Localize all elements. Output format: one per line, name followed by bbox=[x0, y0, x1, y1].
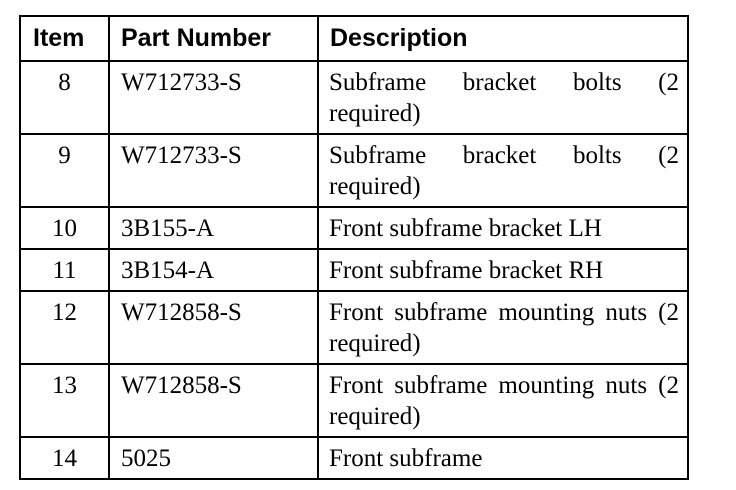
cell-part-number: W712858-S bbox=[108, 363, 319, 438]
table-row: 12 W712858-S Front subframe mounting nut… bbox=[19, 290, 689, 365]
table-body: 8 W712733-S Subframe bracket bolts (2 re… bbox=[19, 60, 689, 480]
cell-part-number: 3B155-A bbox=[108, 206, 319, 250]
header-part-number: Part Number bbox=[108, 15, 319, 62]
cell-item: 11 bbox=[19, 248, 110, 292]
cell-description: Subframe bracket bolts (2 required) bbox=[317, 133, 689, 208]
cell-description: Front subframe bbox=[317, 436, 689, 480]
table-row: 11 3B154-A Front subframe bracket RH bbox=[19, 248, 689, 292]
cell-part-number: W712733-S bbox=[108, 133, 319, 208]
cell-part-number: W712858-S bbox=[108, 290, 319, 365]
header-description: Description bbox=[317, 15, 689, 62]
table-row: 10 3B155-A Front subframe bracket LH bbox=[19, 206, 689, 250]
cell-description: Subframe bracket bolts (2 required) bbox=[317, 60, 689, 135]
header-row: Item Part Number Description bbox=[19, 15, 689, 62]
table-row: 8 W712733-S Subframe bracket bolts (2 re… bbox=[19, 60, 689, 135]
cell-description: Front subframe bracket RH bbox=[317, 248, 689, 292]
parts-table: Item Part Number Description 8 W712733-S… bbox=[19, 15, 689, 480]
cell-description: Front subframe mounting nuts (2 required… bbox=[317, 363, 689, 438]
cell-item: 13 bbox=[19, 363, 110, 438]
cell-description: Front subframe bracket LH bbox=[317, 206, 689, 250]
cell-description: Front subframe mounting nuts (2 required… bbox=[317, 290, 689, 365]
cell-part-number: 5025 bbox=[108, 436, 319, 480]
table-row: 13 W712858-S Front subframe mounting nut… bbox=[19, 363, 689, 438]
table-row: 14 5025 Front subframe bbox=[19, 436, 689, 480]
cell-part-number: 3B154-A bbox=[108, 248, 319, 292]
header-item: Item bbox=[19, 15, 110, 62]
cell-item: 8 bbox=[19, 60, 110, 135]
cell-item: 14 bbox=[19, 436, 110, 480]
cell-item: 12 bbox=[19, 290, 110, 365]
cell-part-number: W712733-S bbox=[108, 60, 319, 135]
cell-item: 10 bbox=[19, 206, 110, 250]
cell-item: 9 bbox=[19, 133, 110, 208]
table-header: Item Part Number Description bbox=[19, 15, 689, 62]
table-row: 9 W712733-S Subframe bracket bolts (2 re… bbox=[19, 133, 689, 208]
